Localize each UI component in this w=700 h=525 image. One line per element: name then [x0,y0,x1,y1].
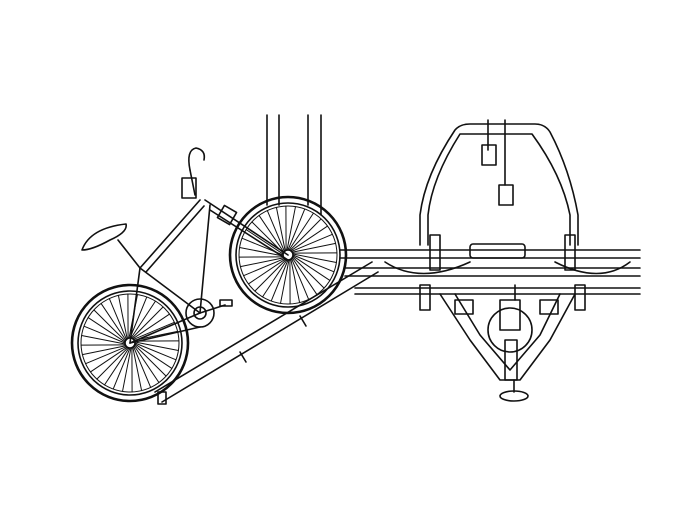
spoke [83,325,126,344]
spoke [290,258,301,304]
tire [70,283,190,403]
spoke [112,347,131,390]
spoke [239,257,285,268]
spoke [117,294,128,340]
spoke [129,296,148,339]
spoke [291,233,333,252]
rim-inner [238,205,338,305]
spoke [291,242,337,253]
spoke [104,347,130,386]
rim [235,202,341,308]
spoke [288,212,314,251]
spoke [133,345,160,384]
spoke [134,344,167,377]
spoke [290,225,329,252]
loading-ramp [154,261,379,405]
rear-wheel [70,283,190,403]
spoke [93,309,126,342]
spoke [132,313,171,340]
spoke [291,258,310,300]
spoke [134,341,179,351]
spoke [292,255,331,281]
spoke [96,347,129,380]
spoke [134,343,173,369]
spoke [132,346,143,392]
spoke [122,347,132,392]
spoke [292,254,335,273]
spoke [85,346,127,365]
spoke [245,229,284,255]
spoke [266,210,285,252]
spoke [108,298,127,340]
tire [228,195,348,315]
spoke [258,214,285,253]
spoke [81,335,126,345]
spoke [254,259,287,292]
spoke [289,218,322,251]
spoke [133,321,175,340]
spoke [275,206,286,252]
spoke [81,345,127,356]
spoke [247,258,286,285]
vertical-posts [266,114,322,216]
spoke [134,342,177,361]
spoke [291,257,318,296]
bike-frame [81,147,289,344]
rack-rails [339,243,641,295]
rim-inner [80,293,180,393]
spoke [131,306,164,339]
spoke [262,259,288,298]
spoke [100,302,127,341]
spoke [280,259,290,304]
rack-arch [419,119,586,311]
rim [77,290,183,396]
spoke [270,259,289,302]
spoke [239,247,284,257]
trailer-hitch [439,284,576,402]
spoke [133,346,152,388]
spoke [286,206,296,251]
spoke [89,346,128,373]
spoke [130,300,156,339]
spoke [287,208,306,251]
spoke [292,253,337,263]
spoke [292,256,325,289]
spoke [243,258,285,277]
spoke [87,317,126,343]
